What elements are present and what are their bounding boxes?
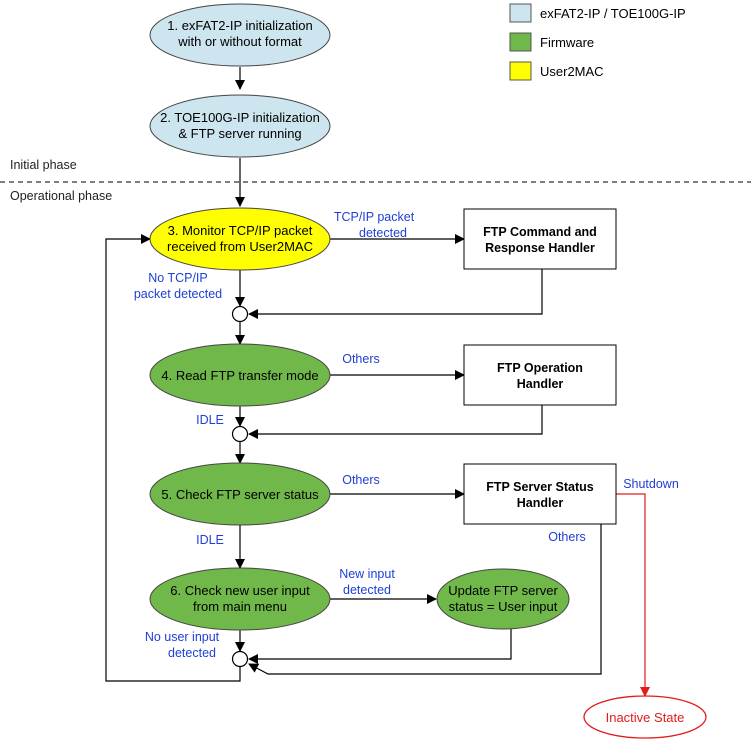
state-s5: 5. Check FTP server status (149, 462, 331, 526)
edge-loop-back (105, 234, 241, 682)
label-no-user-1: No user input (145, 630, 220, 644)
state-s6: 6. Check new user input from main menu (149, 567, 331, 631)
legend-swatch-firmware (509, 32, 532, 52)
label-new-input-1: New input (339, 567, 395, 581)
label-idle-1: IDLE (196, 413, 224, 427)
label-shutdown: Shutdown (623, 477, 679, 491)
state-s4-line1: 4. Read FTP transfer mode (161, 368, 318, 383)
legend-label-user2mac: User2MAC (540, 64, 604, 79)
state-inactive: Inactive State (583, 695, 707, 739)
state-s2-line2: & FTP server running (178, 126, 301, 141)
operational-phase-label: Operational phase (10, 189, 112, 203)
handler-operation: FTP Operation Handler (463, 344, 617, 406)
junction-2 (231, 425, 249, 443)
edge-h2-j2 (248, 405, 543, 439)
junction-3 (231, 650, 249, 668)
state-s3: 3. Monitor TCP/IP packet received from U… (149, 207, 331, 271)
label-tcp-detected-2: detected (359, 226, 407, 240)
handler-server-status: FTP Server Status Handler (463, 463, 617, 525)
legend-swatch-user2mac (509, 61, 532, 81)
state-s5-line1: 5. Check FTP server status (161, 487, 319, 502)
handler-command-response: FTP Command and Response Handler (463, 208, 617, 270)
edge-h3-j3 (248, 524, 602, 675)
state-inactive-label: Inactive State (606, 710, 685, 725)
legend-swatch-ip (509, 3, 532, 23)
label-idle-2: IDLE (196, 533, 224, 547)
state-update: Update FTP server status = User input (436, 568, 570, 630)
state-s1: 1. exFAT2-IP initialization with or with… (149, 3, 331, 67)
state-s2: 2. TOE100G-IP initialization & FTP serve… (149, 94, 331, 158)
label-tcp-detected-1: TCP/IP packet (334, 210, 415, 224)
label-new-input-2: detected (343, 583, 391, 597)
handler-h3-line1: FTP Server Status (486, 480, 594, 494)
handler-h1-line1: FTP Command and (483, 225, 597, 239)
label-no-tcp-2: packet detected (134, 287, 222, 301)
state-update-line1: Update FTP server (448, 583, 558, 598)
legend-label-firmware: Firmware (540, 35, 594, 50)
junction-1 (231, 305, 249, 323)
state-s1-line2: with or without format (177, 34, 302, 49)
handler-h2-line2: Handler (517, 377, 564, 391)
edge-shutdown (615, 493, 650, 697)
label-others-1: Others (342, 352, 380, 366)
connectors (105, 67, 602, 682)
state-s1-line1: 1. exFAT2-IP initialization (167, 18, 312, 33)
state-s4: 4. Read FTP transfer mode (149, 343, 331, 407)
label-no-tcp-1: No TCP/IP (148, 271, 208, 285)
state-s2-line1: 2. TOE100G-IP initialization (160, 110, 320, 125)
label-others-3: Others (548, 530, 586, 544)
legend: exFAT2-IP / TOE100G-IP Firmware User2MAC (509, 3, 686, 81)
initial-phase-label: Initial phase (10, 158, 77, 172)
state-s6-line2: from main menu (193, 599, 287, 614)
edge-h1-j1 (248, 269, 543, 319)
label-others-2: Others (342, 473, 380, 487)
handler-h2-line1: FTP Operation (497, 361, 583, 375)
handler-h3-line2: Handler (517, 496, 564, 510)
state-s3-line2: received from User2MAC (167, 239, 313, 254)
legend-label-ip: exFAT2-IP / TOE100G-IP (540, 6, 686, 21)
state-s3-line1: 3. Monitor TCP/IP packet (168, 223, 313, 238)
state-update-line2: status = User input (449, 599, 558, 614)
handler-h1-line2: Response Handler (485, 241, 595, 255)
edge-labels: TCP/IP packet detected No TCP/IP packet … (134, 210, 679, 660)
edge-update-j3 (248, 629, 512, 664)
label-no-user-2: detected (168, 646, 216, 660)
state-s6-line1: 6. Check new user input (170, 583, 310, 598)
